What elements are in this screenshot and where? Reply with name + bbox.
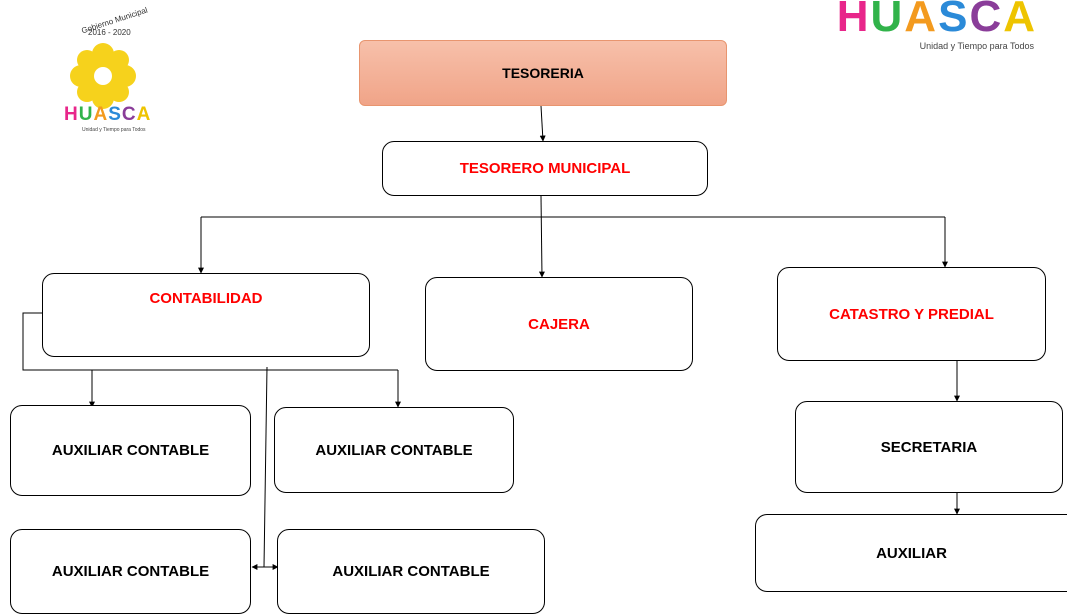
box-tesorero-municipal: TESORERO MUNICIPAL: [382, 141, 708, 196]
municipal-seal-logo: Gobierno Municipal 2016 - 2020 HUASCA Un…: [60, 6, 170, 133]
box-catastro-predial: CATASTRO Y PREDIAL: [777, 267, 1046, 361]
connector-tesoreria-tesorero: [539, 105, 546, 142]
box-auxiliar-contable-4: AUXILIAR CONTABLE: [277, 529, 545, 614]
box-contabilidad: CONTABILIDAD: [42, 273, 370, 357]
huasca-wordmark-small: HUASCA: [64, 104, 152, 125]
box-auxiliar-contable-2: AUXILIAR CONTABLE: [274, 407, 514, 493]
huasca-wordmark-large: HUASCA: [836, 0, 1037, 41]
tagline-large: Unidad y Tiempo para Todos: [919, 41, 1034, 51]
connector-contabilidad-left: [22, 312, 398, 371]
flower-icon: [70, 43, 136, 109]
huasca-logo-right: HUASCA Unidad y Tiempo para Todos: [837, 0, 1067, 56]
box-auxiliar-contable-3: AUXILIAR CONTABLE: [10, 529, 251, 614]
connector-contabilidad-down: [263, 366, 268, 568]
box-auxiliar: AUXILIAR: [755, 514, 1067, 592]
connector-tesorero-cajera: [538, 195, 545, 278]
tagline-small: Unidad y Tiempo para Todos: [82, 127, 146, 133]
box-cajera: CAJERA: [425, 277, 693, 371]
box-auxiliar-contable-1: AUXILIAR CONTABLE: [10, 405, 251, 496]
box-tesoreria: TESORERIA: [359, 40, 727, 106]
seal-years: 2016 - 2020: [88, 28, 131, 37]
box-secretaria: SECRETARIA: [795, 401, 1063, 493]
